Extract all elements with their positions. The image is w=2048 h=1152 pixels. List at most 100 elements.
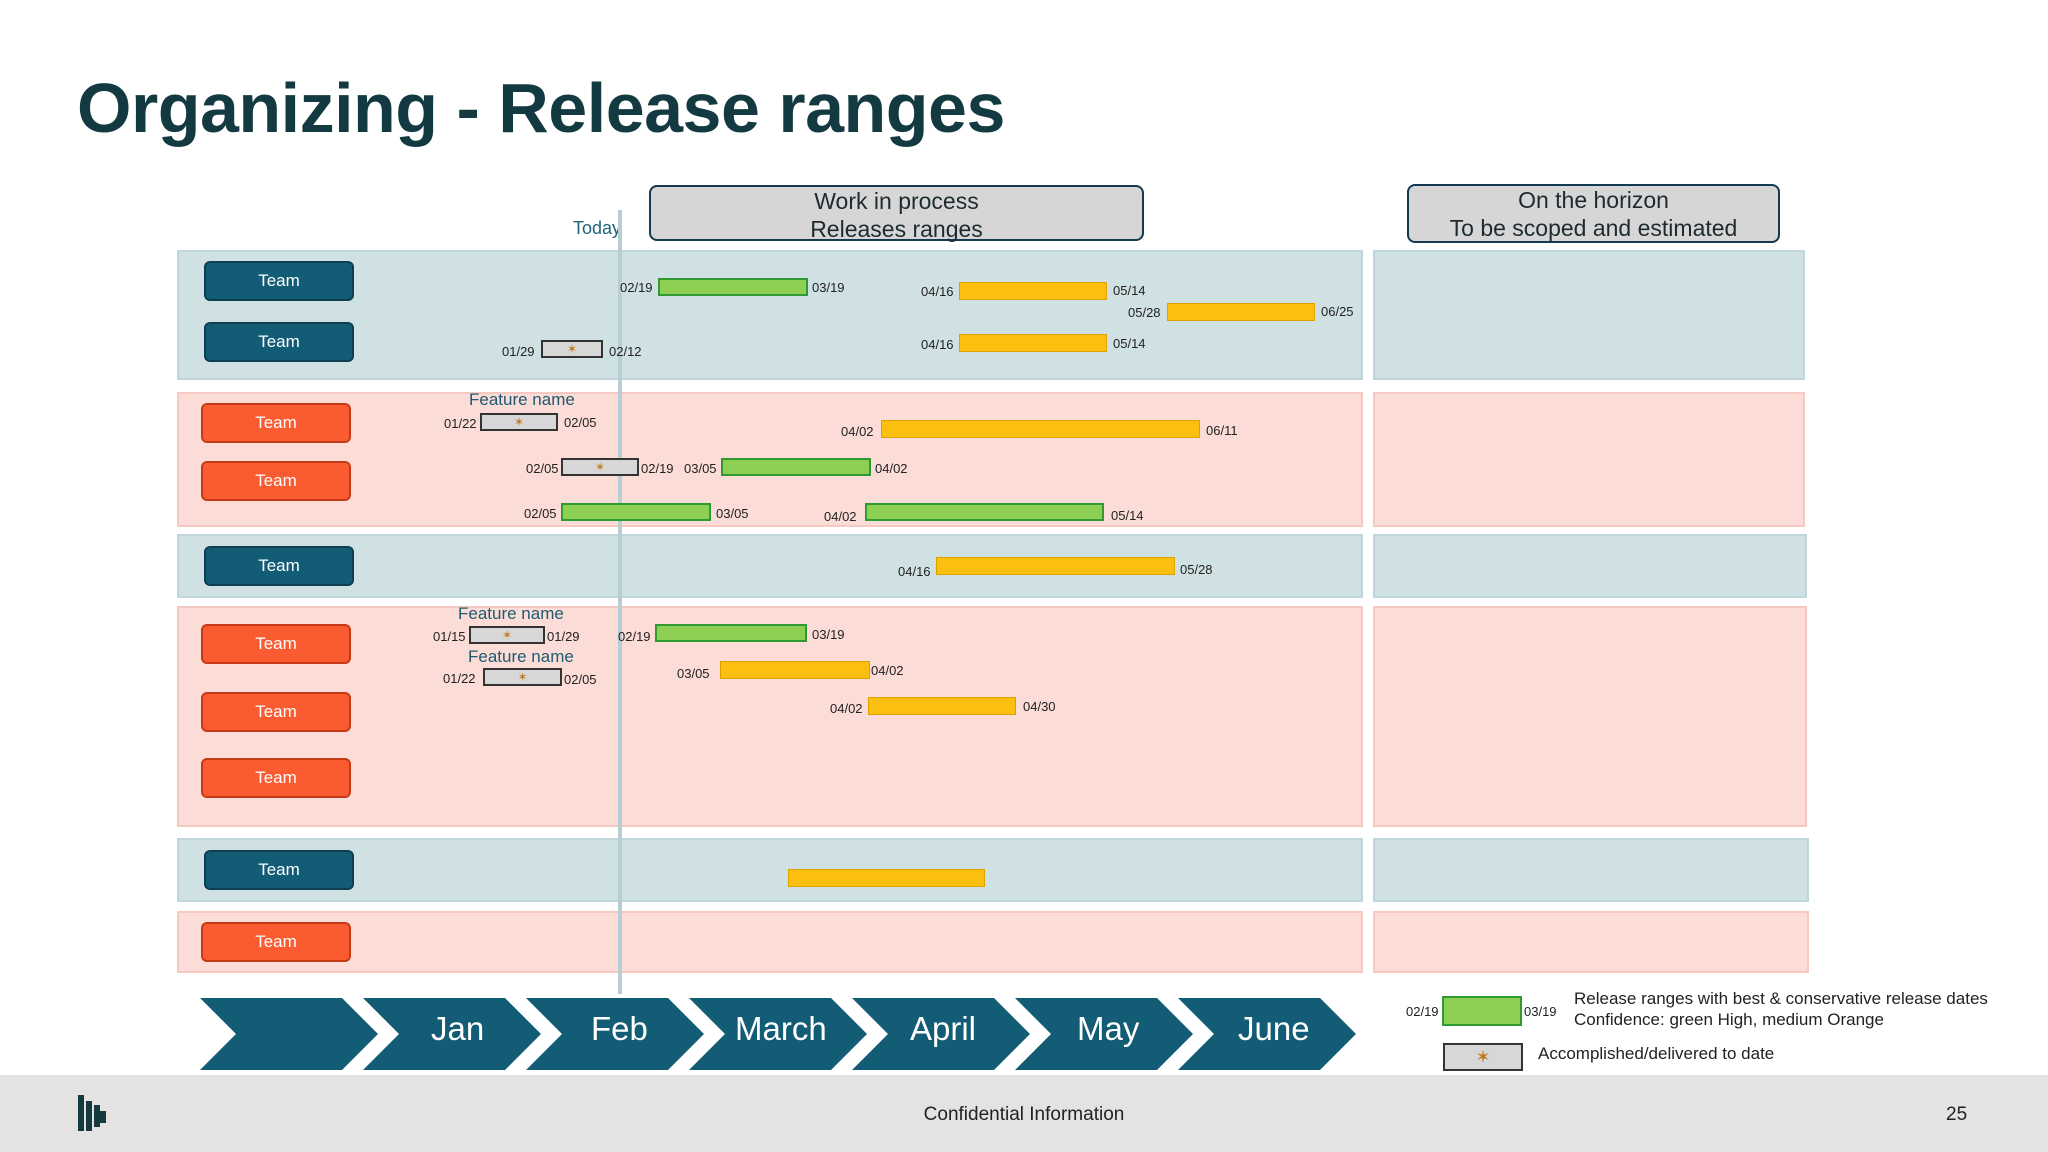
release-range-bar — [658, 278, 808, 296]
feature-name-label: Feature name — [458, 604, 564, 623]
party-popper-icon: ✶ — [501, 628, 513, 642]
date-label: 04/16 — [898, 564, 931, 579]
team-button-7[interactable]: Team — [201, 692, 351, 732]
release-range-bar — [865, 503, 1104, 521]
date-label: 05/28 — [1128, 305, 1161, 320]
horizon-header-line-1: On the horizon — [1518, 187, 1669, 213]
date-label: 04/02 — [875, 461, 908, 476]
chevron-april — [852, 998, 1030, 1070]
release-range-bar — [1167, 303, 1315, 321]
date-label: 04/02 — [841, 424, 874, 439]
date-label: 04/16 — [921, 284, 954, 299]
date-label: 02/05 — [564, 672, 597, 687]
feature-name-label: Feature name — [469, 390, 575, 409]
delivered-bar: ✶ — [469, 626, 545, 644]
date-label: 01/15 — [433, 629, 466, 644]
date-label: 05/14 — [1113, 336, 1146, 351]
delivered-bar: ✶ — [561, 458, 639, 476]
date-label: 05/14 — [1113, 283, 1146, 298]
month-label-feb: Feb — [591, 1010, 648, 1047]
party-popper-icon: ✶ — [594, 460, 606, 474]
today-label: Today — [573, 218, 622, 238]
date-label: 02/05 — [526, 461, 559, 476]
party-popper-icon: ✶ — [513, 415, 525, 429]
feature-name-label: Feature name — [468, 647, 574, 666]
team-button-10[interactable]: Team — [201, 922, 351, 962]
legend-date-start: 02/19 — [1406, 1004, 1439, 1019]
delivered-bar: ✶ — [480, 413, 558, 431]
release-range-bar — [655, 624, 807, 642]
wip-header-line-2: Releases ranges — [810, 216, 983, 242]
date-label: 03/05 — [684, 461, 717, 476]
team-button-8[interactable]: Team — [201, 758, 351, 798]
date-label: 04/16 — [921, 337, 954, 352]
horizon-band-1 — [1373, 250, 1805, 380]
month-label-april: April — [910, 1010, 977, 1047]
confidential-label: Confidential Information — [923, 1104, 1125, 1125]
band-group-4 — [177, 606, 1363, 827]
chevron-may — [1015, 998, 1193, 1070]
date-label: 03/19 — [812, 280, 845, 295]
date-label: 02/05 — [564, 415, 597, 430]
month-label-june: June — [1238, 1010, 1310, 1047]
date-label: 03/05 — [716, 506, 749, 521]
delivered-bar: ✶ — [541, 340, 603, 358]
release-range-bar — [959, 334, 1107, 352]
date-label: 04/02 — [830, 701, 863, 716]
date-label: 06/11 — [1206, 423, 1238, 438]
release-range-bar — [959, 282, 1107, 300]
month-label-may: May — [1077, 1010, 1140, 1047]
chevron-june — [1178, 998, 1356, 1070]
horizon-header-line-2: To be scoped and estimated — [1449, 215, 1738, 241]
page-number: 25 — [1946, 1104, 1968, 1125]
team-button-6[interactable]: Team — [201, 624, 351, 664]
band-group-1 — [177, 250, 1363, 380]
month-label-jan: Jan — [431, 1010, 485, 1047]
team-button-5[interactable]: Team — [204, 546, 354, 586]
date-label: 03/05 — [677, 666, 710, 681]
date-label: 06/25 — [1321, 304, 1354, 319]
horizon-band-4 — [1373, 606, 1807, 827]
chevron-march — [689, 998, 867, 1070]
date-label: 04/02 — [824, 509, 857, 524]
date-label: 02/19 — [618, 629, 651, 644]
date-label: 01/22 — [443, 671, 476, 686]
team-button-2[interactable]: Team — [204, 322, 354, 362]
legend-done-text: Accomplished/delivered to date — [1538, 1044, 1775, 1063]
party-popper-icon: ✶ — [1475, 1047, 1491, 1067]
chevron-feb — [526, 998, 704, 1070]
release-range-bar — [788, 869, 985, 887]
date-label: 02/05 — [524, 506, 557, 521]
footer — [0, 1075, 2048, 1152]
chevron-blank — [200, 998, 378, 1070]
company-logo-icon — [78, 1095, 106, 1131]
team-button-4[interactable]: Team — [201, 461, 351, 501]
team-button-1[interactable]: Team — [204, 261, 354, 301]
date-label: 03/19 — [812, 627, 845, 642]
party-popper-icon: ✶ — [566, 342, 578, 356]
team-button-3[interactable]: Team — [201, 403, 351, 443]
team-button-9[interactable]: Team — [204, 850, 354, 890]
page-title: Organizing - Release ranges — [77, 69, 1005, 147]
date-label: 02/19 — [620, 280, 653, 295]
legend-range-text-2: Confidence: green High, medium Orange — [1574, 1010, 1884, 1029]
release-range-bar — [868, 697, 1016, 715]
wip-header-line-1: Work in process — [814, 188, 979, 214]
date-label: 04/02 — [871, 663, 904, 678]
chevron-jan — [363, 998, 541, 1070]
release-range-bar — [720, 661, 870, 679]
horizon-band-6 — [1373, 911, 1809, 973]
date-label: 02/19 — [641, 461, 674, 476]
release-range-bar — [936, 557, 1175, 575]
delivered-bar: ✶ — [483, 668, 562, 686]
horizon-band-5 — [1373, 838, 1809, 902]
party-popper-icon: ✶ — [517, 670, 528, 684]
date-label: 01/29 — [502, 344, 535, 359]
date-label: 01/22 — [444, 416, 477, 431]
date-label: 04/30 — [1023, 699, 1056, 714]
date-label: 01/29 — [547, 629, 580, 644]
horizon-header: On the horizon To be scoped and estimate… — [1407, 184, 1780, 243]
band-group-6 — [177, 911, 1363, 973]
date-label: 02/12 — [609, 344, 642, 359]
release-range-bar — [881, 420, 1200, 438]
